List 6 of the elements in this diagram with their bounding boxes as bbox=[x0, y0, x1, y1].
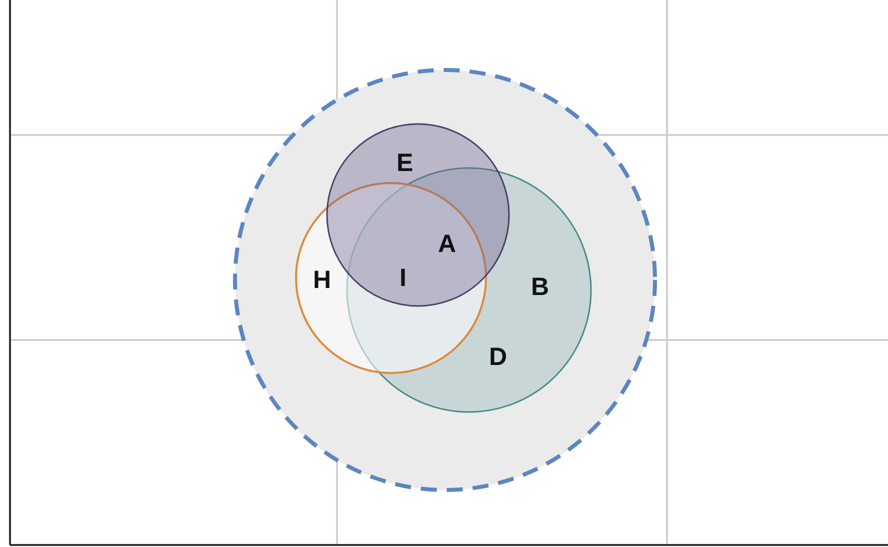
region-label: A bbox=[438, 232, 456, 257]
region-label: I bbox=[400, 266, 406, 291]
set-label: H bbox=[313, 268, 332, 293]
region-label: D bbox=[489, 345, 508, 370]
set-label: E bbox=[396, 151, 414, 176]
set-label: B bbox=[531, 275, 550, 300]
